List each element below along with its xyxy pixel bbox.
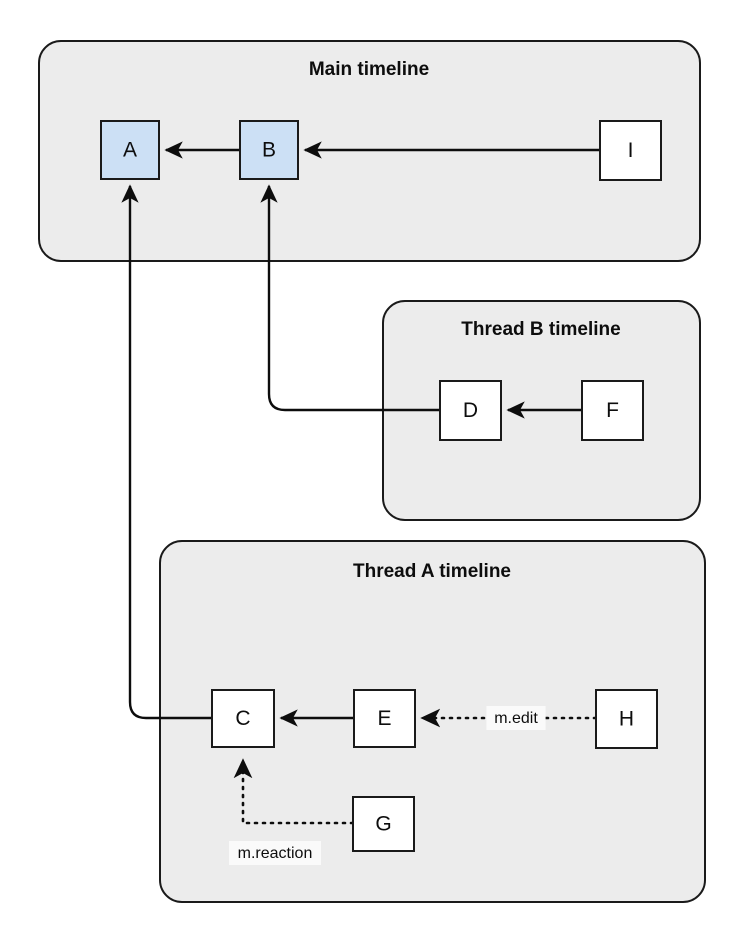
node-label-a: A — [123, 139, 137, 162]
node-rect-b[interactable] — [239, 120, 299, 180]
edge-labels: m.edit m.reaction — [229, 706, 546, 865]
node-rect-c[interactable] — [211, 689, 275, 748]
node-a[interactable]: A — [100, 120, 160, 180]
edge-g-to-c — [233, 758, 355, 825]
node-rect-d[interactable] — [439, 380, 502, 441]
node-f[interactable]: F — [581, 380, 644, 441]
node-label-h: H — [619, 708, 634, 731]
node-b[interactable]: B — [239, 120, 299, 180]
node-c[interactable]: C — [211, 689, 275, 748]
edge-label-g-to-c: m.reaction — [238, 845, 313, 862]
node-rect-e[interactable] — [353, 689, 416, 748]
node-h[interactable]: H — [595, 689, 658, 749]
edge-label-bg-g-to-c — [229, 841, 321, 865]
edge-label-bg-h-to-e — [486, 706, 546, 730]
node-rect-a[interactable] — [100, 120, 160, 180]
node-label-b: B — [262, 139, 276, 162]
node-rect-f[interactable] — [581, 380, 644, 441]
edge-d-to-b — [260, 184, 440, 412]
node-rect-g[interactable] — [352, 796, 415, 852]
node-label-g: G — [375, 813, 391, 836]
node-label-d: D — [463, 399, 478, 422]
node-e[interactable]: E — [353, 689, 416, 748]
node-g[interactable]: G — [352, 796, 415, 852]
event-nodes: A B I D F C E H G — [100, 120, 662, 852]
node-label-c: C — [235, 707, 250, 730]
node-d[interactable]: D — [439, 380, 502, 441]
node-label-e: E — [377, 707, 391, 730]
group-title-thread-a: Thread A timeline — [353, 561, 511, 582]
node-label-i: I — [628, 139, 634, 162]
group-title-main: Main timeline — [309, 59, 429, 80]
group-title-thread-b: Thread B timeline — [461, 319, 620, 340]
edge-label-h-to-e: m.edit — [494, 710, 538, 727]
node-label-f: F — [606, 399, 619, 422]
node-rect-h[interactable] — [595, 689, 658, 749]
node-i[interactable]: I — [599, 120, 662, 181]
node-rect-i[interactable] — [599, 120, 662, 181]
edge-c-to-a — [121, 184, 212, 720]
